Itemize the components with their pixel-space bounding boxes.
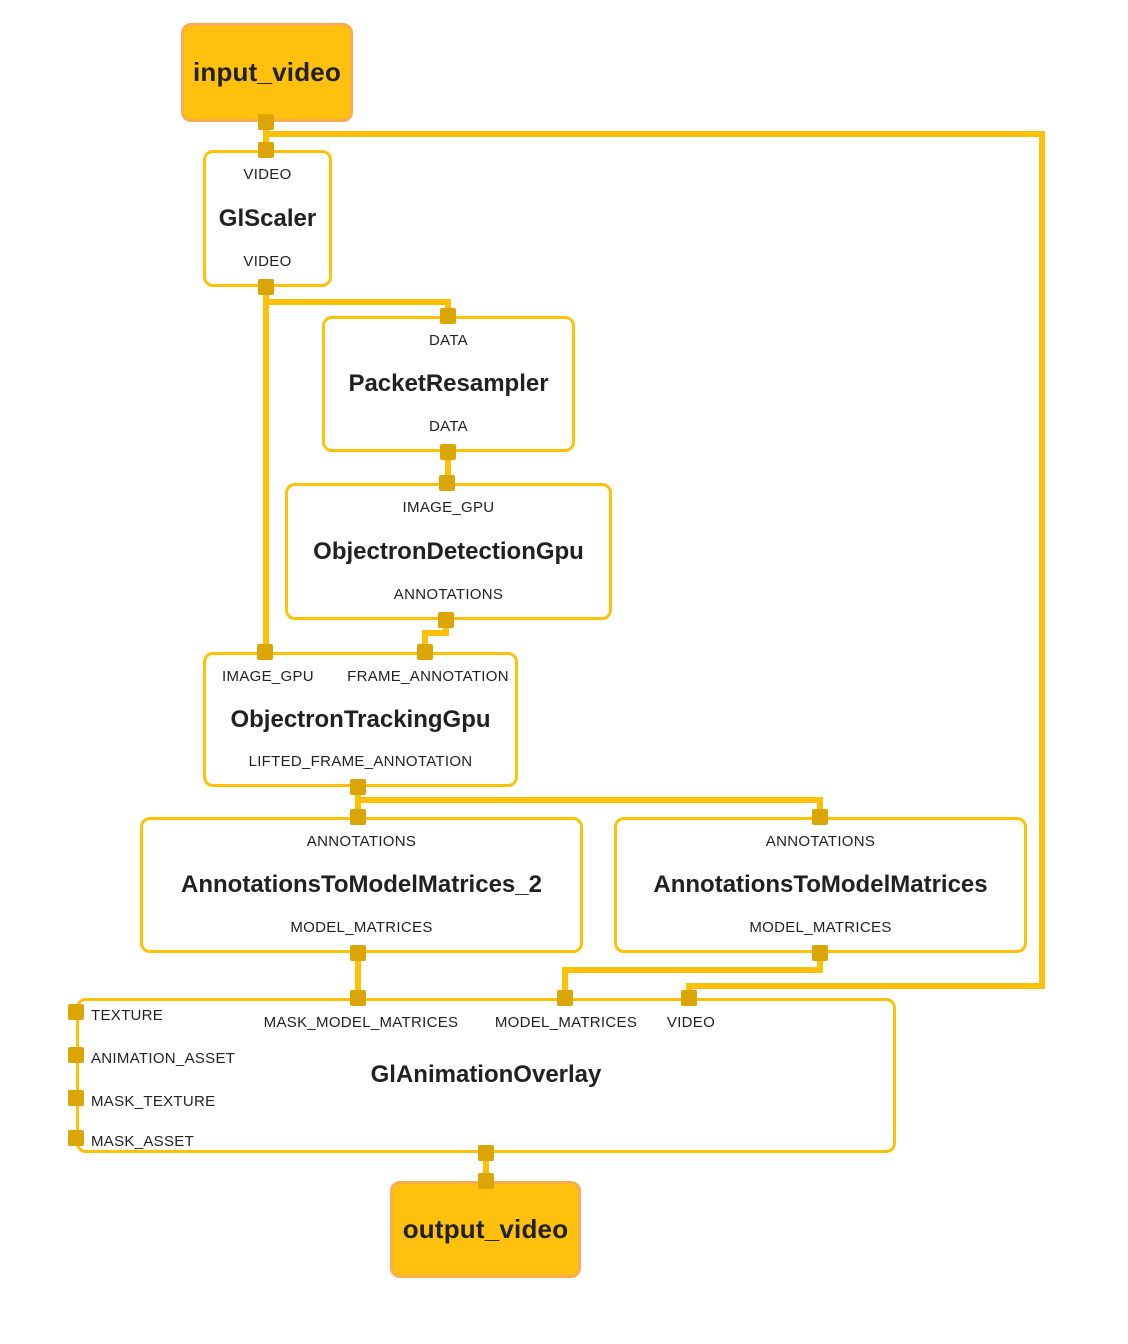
port-overlay-in-masktexture: MASK_TEXTURE [91,1093,216,1110]
port-glscaler-out-video: VIDEO [243,253,292,270]
glanimationoverlay-name: GlAnimationOverlay [370,1061,602,1088]
edge-tracking-a2m-v [817,797,823,819]
pin-overlay-in-maskmodelmatrices [350,990,366,1006]
port-resampler-out-data: DATA [429,418,468,435]
edge-glscaler-tracking [263,287,269,654]
port-overlay-in-animationasset: ANIMATION_ASSET [91,1050,236,1067]
port-resampler-in-data: DATA [429,332,468,349]
pin-glscaler-in [258,142,274,158]
pin-overlay-in-modelmatrices [557,990,573,1006]
edge-a2m-overlay-v1 [817,953,823,973]
pin-tracking-in-frameannotation [417,644,433,660]
pin-a2m-in [812,809,828,825]
input-video-label: input_video [192,57,342,87]
port-overlay-in-maskasset: MASK_ASSET [91,1133,195,1150]
node-output-video[interactable]: output_video [390,1181,581,1278]
edge-tracking-a2m-h [355,797,823,803]
pin-a2m2-in [350,809,366,825]
edge-a2m-overlay-v2 [562,967,568,1000]
edge-overlay-outputvideo [483,1153,489,1183]
port-tracking-out-liftedframeannotation: LIFTED_FRAME_ANNOTATION [248,753,473,770]
edge-glscaler-resampler-h [263,299,451,305]
port-tracking-in-imagegpu: IMAGE_GPU [222,668,314,685]
annotationstomodelmatrices-name: AnnotationsToModelMatrices [653,871,988,898]
node-glanimationoverlay[interactable]: MASK_MODEL_MATRICES MODEL_MATRICES VIDEO… [76,998,896,1153]
glscaler-name: GlScaler [218,204,317,232]
objectrondetectiongpu-name: ObjectronDetectionGpu [313,537,584,565]
edge-detection-tracking-h [422,630,449,636]
node-annotationstomodelmatrices[interactable]: ANNOTATIONS AnnotationsToModelMatrices M… [614,817,1027,953]
packetresampler-name: PacketResampler [348,370,549,397]
pin-resampler-out [440,444,456,460]
port-a2m-out-modelmatrices: MODEL_MATRICES [749,919,892,936]
edge-tracking-a2m2-v [355,787,361,819]
objectrontrackinggpu-name: ObjectronTrackingGpu [230,705,491,733]
edge-a2m-overlay-h [562,967,823,973]
port-detection-in-imagegpu: IMAGE_GPU [402,499,495,516]
pin-overlay-in-texture [68,1004,84,1020]
annotationstomodelmatrices-2-name: AnnotationsToModelMatrices_2 [181,871,542,898]
node-objectrondetectiongpu[interactable]: IMAGE_GPU ObjectronDetectionGpu ANNOTATI… [285,483,612,620]
pin-a2m2-out [350,945,366,961]
pin-overlay-out [478,1145,494,1161]
pin-overlay-in-masktexture [68,1090,84,1106]
pin-tracking-out [350,779,366,795]
node-objectrontrackinggpu[interactable]: IMAGE_GPU FRAME_ANNOTATION ObjectronTrac… [203,652,518,787]
port-overlay-in-maskmodelmatrices: MASK_MODEL_MATRICES [263,1014,459,1031]
edge-inputvideo-overlay-v1 [1039,131,1045,989]
port-tracking-in-frameannotation: FRAME_ANNOTATION [347,668,509,685]
edge-detection-tracking-v1 [443,620,449,636]
port-detection-out-annotations: ANNOTATIONS [393,586,504,603]
node-input-video[interactable]: input_video [181,23,353,122]
node-packetresampler[interactable]: DATA PacketResampler DATA [322,316,575,452]
pin-resampler-in [440,308,456,324]
pin-overlay-in-video [681,990,697,1006]
edge-resampler-detection [445,452,451,485]
pin-overlay-in-animationasset [68,1047,84,1063]
edge-inputvideo-overlay-h2 [686,983,1045,989]
output-video-label: output_video [402,1214,569,1244]
port-a2m-in-annotations: ANNOTATIONS [765,833,876,850]
edge-inputvideo-glscaler [263,122,269,152]
port-a2m2-out-modelmatrices: MODEL_MATRICES [290,919,433,936]
port-overlay-in-texture: TEXTURE [91,1007,164,1024]
pin-overlay-in-maskasset [68,1130,84,1146]
edge-detection-tracking-v2 [422,630,428,654]
pin-glscaler-out [258,279,274,295]
port-glscaler-in-video: VIDEO [243,166,292,183]
pin-a2m-out [812,945,828,961]
pin-inputvideo-out [258,114,274,130]
pin-detection-in [439,475,455,491]
pin-tracking-in-imagegpu [257,644,273,660]
edge-a2m2-overlay [355,953,361,1000]
port-a2m2-in-annotations: ANNOTATIONS [306,833,417,850]
node-glscaler[interactable]: VIDEO GlScaler VIDEO [203,150,332,287]
edge-inputvideo-overlay-h1 [263,131,1045,137]
port-overlay-in-video: VIDEO [666,1014,716,1031]
pin-outputvideo-in [478,1173,494,1189]
port-overlay-in-modelmatrices: MODEL_MATRICES [494,1014,638,1031]
node-annotationstomodelmatrices-2[interactable]: ANNOTATIONS AnnotationsToModelMatrices_2… [140,817,583,953]
pin-detection-out [438,612,454,628]
